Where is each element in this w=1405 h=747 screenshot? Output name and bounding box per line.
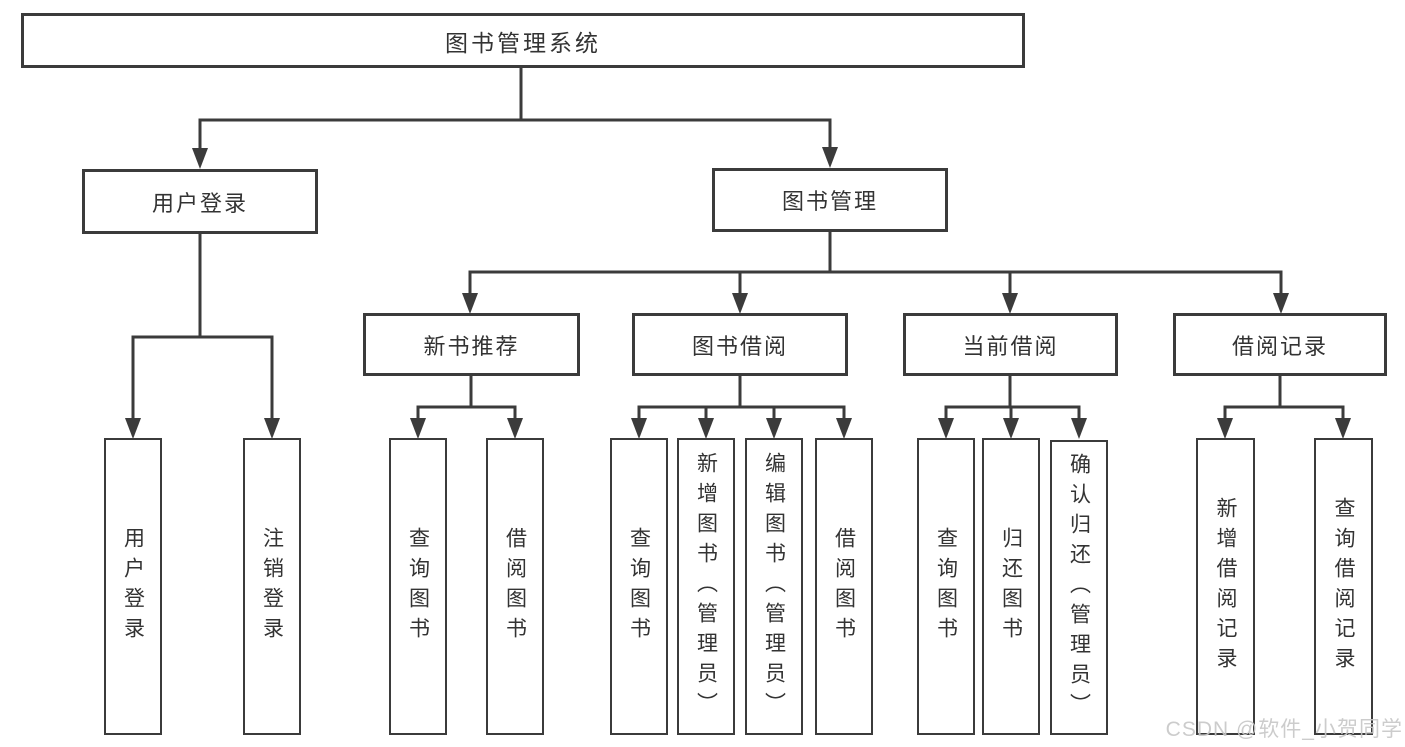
csdn-watermark: CSDN @软件_小贺同学 (1165, 718, 1403, 741)
leaf-borrowing-query-books: 查询图书 (610, 438, 668, 735)
leaf-recommend-query-books: 查询图书 (389, 438, 447, 735)
leaf-user-login: 用户登录 (104, 438, 162, 735)
node-user-login: 用户登录 (82, 169, 318, 234)
arrowheads (125, 147, 1351, 439)
node-new-book-recommend: 新书推荐 (363, 313, 580, 376)
node-book-borrowing: 图书借阅 (632, 313, 848, 376)
leaf-edit-book-admin: 编辑图书（管理员） (745, 438, 803, 735)
leaf-recommend-borrow-books: 借阅图书 (486, 438, 544, 735)
leaf-query-borrow-record: 查询借阅记录 (1314, 438, 1373, 735)
leaf-current-query-books: 查询图书 (917, 438, 975, 735)
node-book-management: 图书管理 (712, 168, 948, 232)
leaf-return-books: 归还图书 (982, 438, 1040, 735)
leaf-add-borrow-record: 新增借阅记录 (1196, 438, 1255, 735)
leaf-confirm-return-admin: 确认归还（管理员） (1050, 440, 1108, 735)
node-borrowing-records: 借阅记录 (1173, 313, 1387, 376)
node-library-system: 图书管理系统 (21, 13, 1025, 68)
leaf-logout: 注销登录 (243, 438, 301, 735)
leaf-add-book-admin: 新增图书（管理员） (677, 438, 735, 735)
node-current-borrowing: 当前借阅 (903, 313, 1118, 376)
leaf-borrow-books: 借阅图书 (815, 438, 873, 735)
